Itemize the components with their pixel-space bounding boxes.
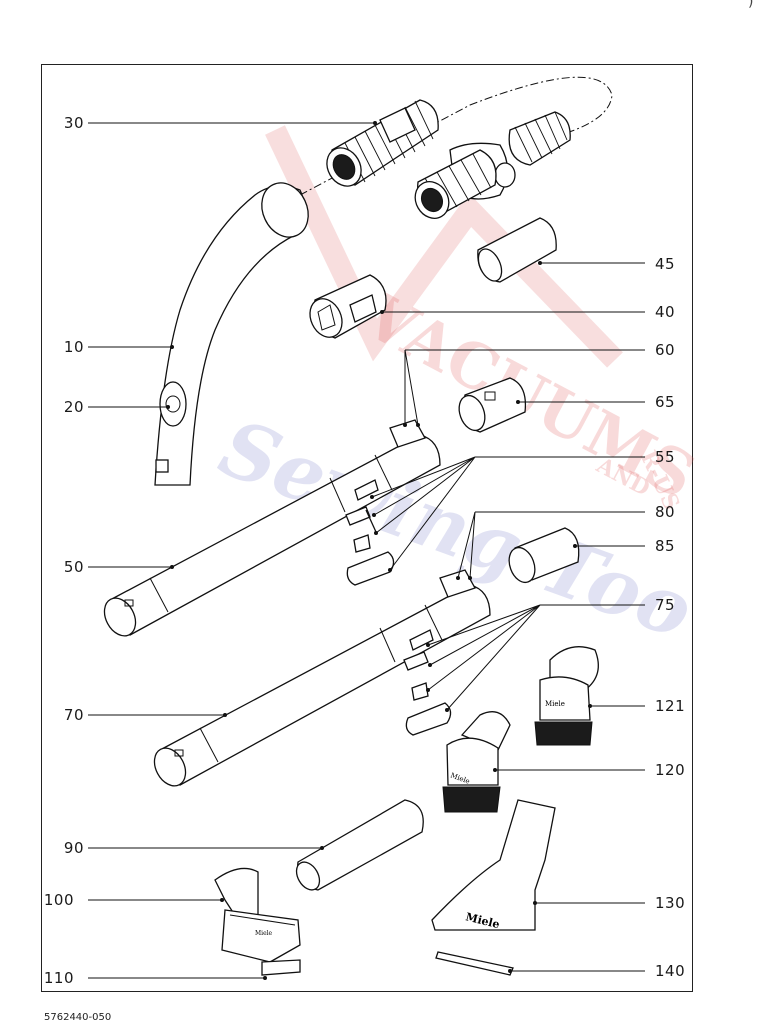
curved-handle-10 <box>154 182 309 486</box>
label-part-70: 70 <box>63 706 84 724</box>
label-part-110: 110 <box>43 969 74 987</box>
round-brush-120: Miele <box>442 711 511 813</box>
label-part-75: 75 <box>655 596 676 614</box>
label-part-20: 20 <box>63 398 84 416</box>
upholstery-nozzle-130: Miele <box>431 799 556 931</box>
upholstery-tool-100: Miele <box>214 867 301 976</box>
telescopic-tube-70 <box>153 569 491 787</box>
label-part-130: 130 <box>655 894 686 912</box>
label-part-40: 40 <box>655 303 676 321</box>
telescopic-tube-50 <box>103 419 441 637</box>
dusting-brush-121: Miele <box>534 646 599 746</box>
adapter-40 <box>309 274 387 339</box>
crevice-tool-90 <box>295 799 424 891</box>
corner-mark: ) <box>748 0 754 10</box>
label-part-100: 100 <box>43 891 74 909</box>
label-part-90: 90 <box>63 839 84 857</box>
sleeve-45 <box>477 217 557 283</box>
label-part-120: 120 <box>655 761 686 779</box>
label-part-30: 30 <box>63 114 84 132</box>
strip-140 <box>435 951 514 976</box>
label-part-55: 55 <box>655 448 676 466</box>
label-part-50: 50 <box>63 558 84 576</box>
label-part-10: 10 <box>63 338 84 356</box>
document-number: 5762440-050 <box>44 1012 112 1023</box>
label-part-60: 60 <box>655 341 676 359</box>
hose-connector-30-right <box>414 111 571 219</box>
leader-lines <box>88 121 645 980</box>
watermark-chevron <box>265 125 623 368</box>
brand-text-121: Miele <box>545 700 565 708</box>
label-part-140: 140 <box>655 962 686 980</box>
label-part-45: 45 <box>655 255 676 273</box>
brand-text-100: Miele <box>255 930 273 937</box>
coupling-85 <box>508 527 580 584</box>
label-part-65: 65 <box>655 393 676 411</box>
label-part-85: 85 <box>655 537 676 555</box>
coupling-65 <box>458 377 527 433</box>
assembly-centerline <box>299 76 613 196</box>
diagram-frame <box>41 64 693 992</box>
label-part-80: 80 <box>655 503 676 521</box>
label-part-121: 121 <box>655 697 686 715</box>
hose-connector-30 <box>326 99 439 187</box>
